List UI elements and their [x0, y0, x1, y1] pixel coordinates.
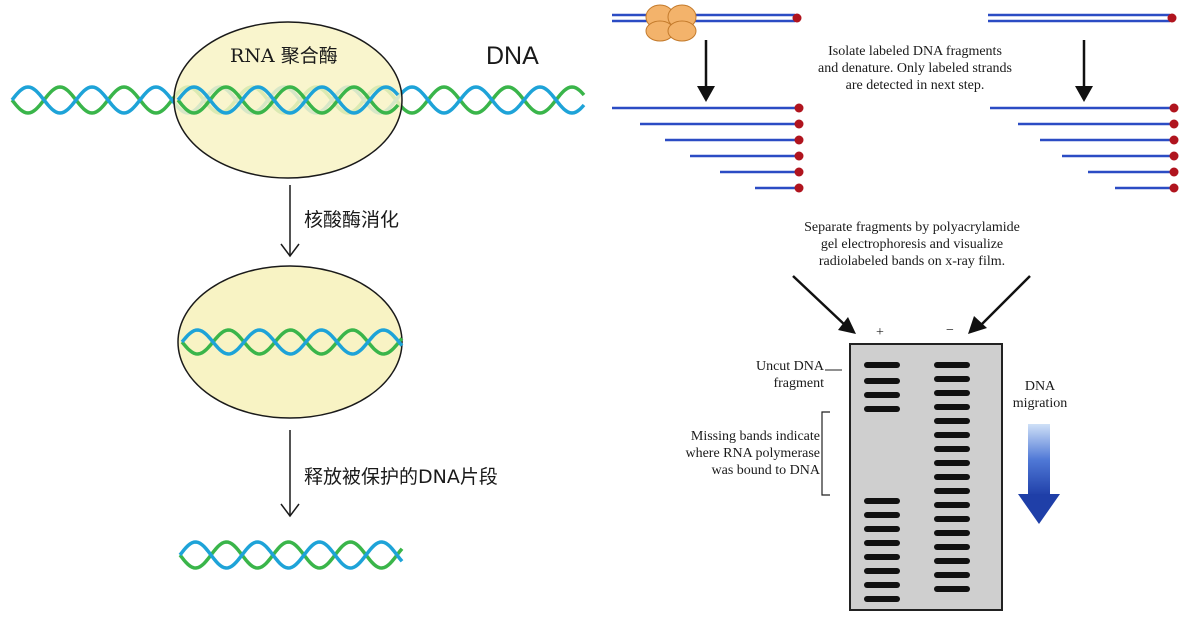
- radiolabel-dot: [1169, 135, 1179, 145]
- gel-band: [934, 418, 970, 424]
- gel-band: [934, 362, 970, 368]
- missing-label-line3: was bound to DNA: [711, 463, 821, 478]
- labeled-dna-with-protein: [612, 13, 802, 23]
- radiolabel-dot: [1169, 103, 1179, 113]
- uncut-dna-label: Uncut DNA fragment: [712, 358, 824, 392]
- radiolabel-dot: [794, 135, 804, 145]
- gel-band: [934, 572, 970, 578]
- nuclease-digestion-label: 核酸酶消化: [304, 209, 400, 231]
- gel-band: [864, 362, 900, 368]
- dna-helix-inside-polymerase: [176, 85, 400, 115]
- gel-band: [864, 378, 900, 384]
- lane-minus-label: −: [946, 323, 954, 338]
- gel-lane-plus-bands: [864, 362, 900, 602]
- gel-band: [934, 488, 970, 494]
- radiolabel-dot: [1169, 167, 1179, 177]
- dna-migration-label: DNA migration: [1000, 378, 1080, 412]
- gel-band: [934, 404, 970, 410]
- gel-band: [864, 582, 900, 588]
- rna-polymerase-label: RNA 聚合酶: [230, 45, 338, 67]
- radiolabel-dot: [794, 167, 804, 177]
- radiolabel-dot: [1169, 183, 1179, 193]
- radiolabel-dot: [794, 183, 804, 193]
- gel-band: [864, 498, 900, 504]
- gel-band: [864, 568, 900, 574]
- dna-strand-green: [178, 540, 404, 570]
- rna-polymerase-ellipse: [173, 21, 403, 179]
- dna-label: DNA: [486, 42, 539, 70]
- left-panel: [10, 21, 586, 570]
- protected-complex-ellipse: [177, 265, 403, 419]
- dna-strand-green: [176, 85, 400, 115]
- release-fragment-label: 释放被保护的DNA片段: [304, 466, 498, 488]
- uncut-label-line2: fragment: [773, 376, 824, 391]
- lane-plus-label: +: [876, 325, 884, 340]
- migration-arrow: [1018, 424, 1060, 524]
- radiolabel-dot: [1169, 119, 1179, 129]
- fragment-ladder-no-protein: [990, 103, 1179, 193]
- dna-strand-blue: [176, 85, 400, 115]
- gel-band: [934, 586, 970, 592]
- gel-band: [864, 512, 900, 518]
- released-dna-fragment-helix: [178, 540, 404, 570]
- separate-note-line2: gel electrophoresis and visualize: [820, 237, 1004, 252]
- release-arrowhead: [280, 503, 300, 518]
- isolate-note: Isolate labeled DNA fragments and denatu…: [770, 43, 1060, 94]
- missing-bands-bracket: [821, 411, 830, 496]
- missing-bands-label: Missing bands indicate where RNA polymer…: [630, 428, 820, 479]
- radiolabel-dot: [794, 151, 804, 161]
- digest-arrowhead: [280, 243, 300, 258]
- separate-note-line3: radiolabeled bands on x-ray film.: [818, 254, 1006, 269]
- isolate-note-line2: and denature. Only labeled strands: [818, 61, 1012, 76]
- gel-band: [864, 526, 900, 532]
- bound-polymerase-blob: [645, 4, 697, 42]
- labeled-dna-no-protein: [988, 13, 1177, 23]
- gel-band: [934, 516, 970, 522]
- gel-band: [864, 540, 900, 546]
- protected-dna-helix: [180, 328, 404, 356]
- down-arrow-right: [1075, 40, 1093, 102]
- radiolabel-dot: [794, 103, 804, 113]
- gel-lane-minus-bands: [934, 362, 970, 592]
- dna-strand-blue: [180, 328, 404, 356]
- gel-band: [864, 392, 900, 398]
- gel-band: [864, 406, 900, 412]
- gel-band: [934, 432, 970, 438]
- radiolabel-dot: [792, 13, 802, 23]
- gel-band: [934, 558, 970, 564]
- gel-band: [934, 376, 970, 382]
- right-panel: [612, 4, 1179, 611]
- fragment-ladder-with-protein: [612, 103, 804, 193]
- dna-strand-blue: [178, 540, 404, 570]
- missing-label-line1: Missing bands indicate: [690, 429, 820, 444]
- down-arrow-left: [697, 40, 715, 102]
- separate-note-line1: Separate fragments by polyacrylamide: [804, 220, 1020, 235]
- gel-band: [864, 554, 900, 560]
- missing-label-line2: where RNA polymerase: [685, 446, 820, 461]
- gel-slab: [849, 343, 1003, 611]
- isolate-note-line3: are detected in next step.: [845, 78, 985, 93]
- gel-band: [934, 530, 970, 536]
- converge-arrow-left: [792, 275, 856, 334]
- gel-band: [934, 474, 970, 480]
- gel-band: [864, 596, 900, 602]
- isolate-note-line1: Isolate labeled DNA fragments: [828, 44, 1002, 59]
- gel-band: [934, 390, 970, 396]
- migration-label-line2: migration: [1012, 396, 1068, 411]
- radiolabel-dot: [1169, 151, 1179, 161]
- separate-note: Separate fragments by polyacrylamide gel…: [752, 219, 1072, 270]
- gel-band: [934, 460, 970, 466]
- migration-label-line1: DNA: [1024, 379, 1056, 394]
- gel-band: [934, 502, 970, 508]
- gel-band: [934, 544, 970, 550]
- dna-strand-green: [180, 328, 404, 356]
- radiolabel-dot: [794, 119, 804, 129]
- converge-arrow-right: [968, 275, 1031, 334]
- gel-band: [934, 446, 970, 452]
- uncut-label-line1: Uncut DNA: [755, 359, 824, 374]
- radiolabel-dot: [1167, 13, 1177, 23]
